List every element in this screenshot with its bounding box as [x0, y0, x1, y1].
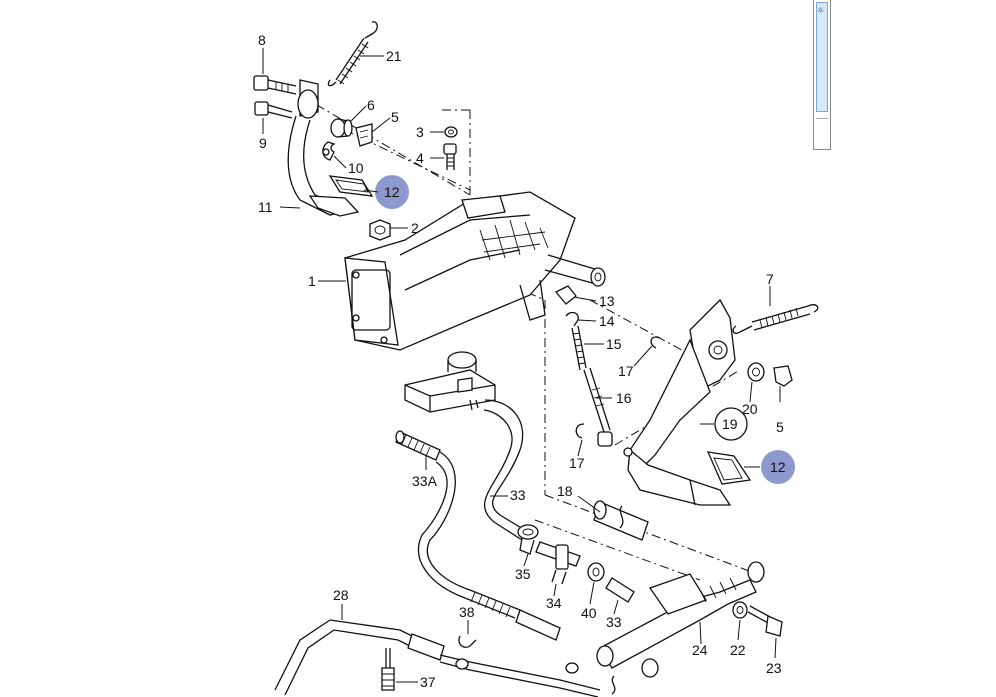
label-12-top: 12: [384, 184, 400, 200]
label-34: 34: [546, 595, 562, 611]
label-19: 19: [722, 416, 738, 432]
label-20: 20: [742, 401, 758, 417]
label-14: 14: [599, 313, 615, 329]
label-33: 33: [510, 487, 526, 503]
label-13: 13: [599, 293, 615, 309]
bleeder-37: [381, 648, 395, 691]
fitting-33a: [395, 430, 441, 461]
washer-3: [444, 126, 458, 138]
label-18: 18: [557, 483, 573, 499]
spring-7: [732, 304, 819, 334]
circled-ref-19[interactable]: [714, 407, 748, 441]
pad-12-top: [328, 175, 374, 197]
label-8: 8: [258, 32, 266, 48]
label-38: 38: [459, 604, 475, 620]
label-22: 22: [730, 642, 746, 658]
washer-22: [732, 601, 748, 619]
highlight-badge-12-right[interactable]: [761, 450, 795, 484]
bracket-housing-1: [344, 191, 606, 351]
label-33a: 33A: [412, 473, 438, 489]
label-23: 23: [766, 660, 782, 676]
label-10: 10: [348, 160, 364, 176]
label-33-sleeve: 33: [606, 614, 622, 630]
clip-38: [458, 635, 477, 648]
thumbnail-glyph: ☼: [817, 6, 825, 15]
clutch-pedal: [623, 298, 736, 506]
hose-33: [483, 399, 529, 541]
label-3: 3: [416, 124, 424, 140]
thumbnail-mini-preview: [816, 118, 828, 147]
label-7: 7: [766, 271, 774, 287]
label-11: 11: [258, 199, 273, 215]
clamp-35: [517, 524, 539, 555]
washer-20: [747, 362, 765, 382]
label-5-top: 5: [391, 109, 399, 125]
break-mark: [611, 675, 616, 695]
label-28: 28: [333, 587, 349, 603]
label-40: 40: [581, 605, 597, 621]
label-17-lower: 17: [569, 455, 585, 471]
label-17-upper: 17: [618, 363, 634, 379]
label-2: 2: [411, 220, 419, 236]
leader-lines: [262, 48, 781, 683]
highlight-badge-12-top[interactable]: [375, 175, 409, 209]
rod-16: [583, 367, 613, 447]
bolt-4: [443, 143, 457, 170]
tee-piece-34: [535, 541, 581, 585]
clip-5-right: [773, 365, 793, 387]
bolt-9: [254, 101, 293, 119]
master-cylinder-24: [596, 561, 765, 669]
long-hose: [417, 451, 561, 641]
label-12-right: 12: [770, 459, 786, 475]
side-thumbnail-panel[interactable]: ☼: [813, 0, 831, 150]
label-9: 9: [259, 135, 267, 151]
label-15: 15: [606, 336, 622, 352]
reference-numbers: 8 21 6 5 9 3 4 10 12 11 2 1 13 14 15 7 1…: [258, 32, 786, 690]
seal-40: [587, 562, 605, 582]
clip-13: [554, 285, 577, 305]
bolt-23: [747, 605, 783, 637]
spring-14-15: [565, 311, 587, 371]
label-5-right: 5: [776, 419, 784, 435]
fluid-reservoir: [404, 351, 496, 413]
nut-2: [369, 219, 391, 241]
spring-21: [327, 21, 378, 87]
washer-bottom: [641, 658, 659, 678]
bush-6: [330, 118, 353, 138]
label-4: 4: [416, 150, 424, 166]
pedal-lever-11: [287, 79, 360, 217]
tube-18: [593, 500, 649, 541]
clip-10: [322, 141, 336, 161]
label-37: 37: [420, 674, 436, 690]
label-6: 6: [367, 97, 375, 113]
clip-17-lower: [575, 423, 585, 439]
label-16: 16: [616, 390, 632, 406]
label-35: 35: [515, 566, 531, 582]
pad-12-right: [706, 451, 752, 485]
pipe-28: [274, 619, 601, 697]
label-21: 21: [386, 48, 402, 64]
label-1: 1: [308, 273, 316, 289]
bolt-8: [253, 75, 297, 95]
clip-5-top: [355, 123, 373, 147]
thumbnail-preview: [816, 2, 828, 112]
sleeve-33: [605, 577, 635, 603]
clip-17-upper: [650, 336, 661, 349]
label-24: 24: [692, 642, 708, 658]
